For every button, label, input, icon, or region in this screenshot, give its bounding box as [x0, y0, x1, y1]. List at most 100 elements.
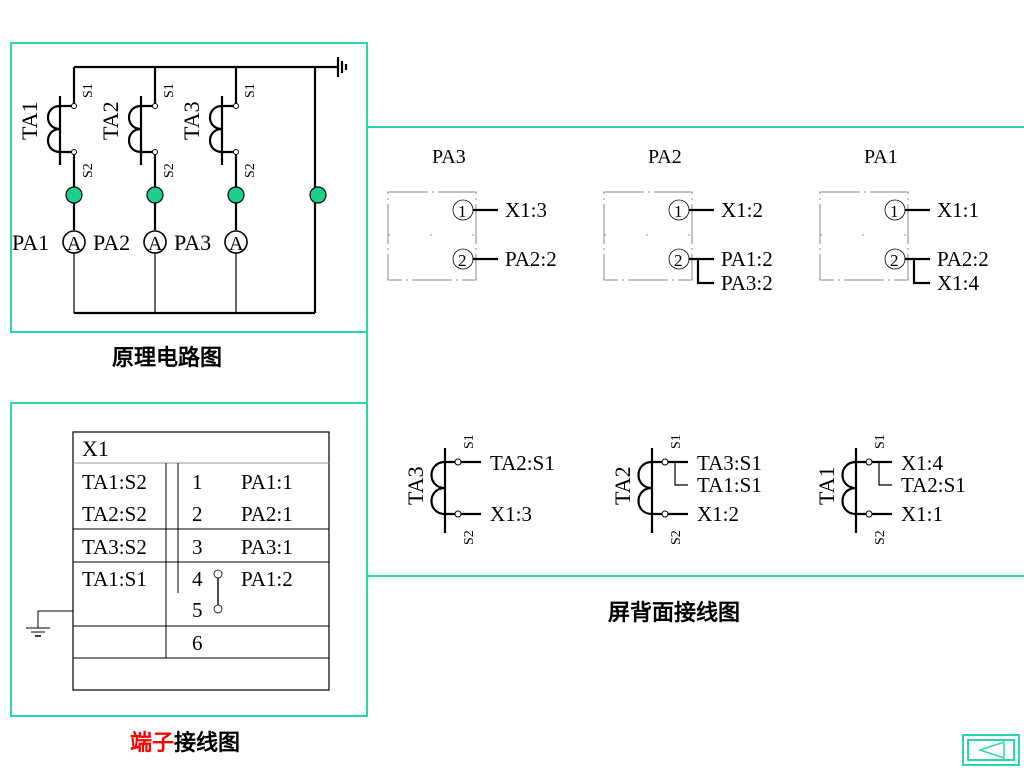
terminal-right: PA1:1: [241, 470, 293, 494]
frames: [10, 42, 1024, 717]
back-nav-button[interactable]: [962, 734, 1020, 766]
terminal-1-num: 1: [458, 202, 467, 221]
ct-s1-dest: TA2:S1: [490, 451, 555, 475]
terminal-1-dest: X1:1: [937, 198, 979, 222]
node-dot: [146, 186, 164, 204]
terminal-number: 2: [192, 502, 203, 526]
terminal-2-dest: PA1:2: [721, 247, 773, 271]
ct-s2-label: S2: [162, 163, 177, 178]
terminal-row: TA2:S2 2 PA2:1: [82, 502, 293, 526]
ct-s2-label: S2: [669, 530, 684, 545]
terminal-left: TA1:S2: [82, 470, 147, 494]
ct-s2-dest: X1:1: [901, 502, 943, 526]
meter-label: PA2: [93, 230, 130, 255]
meter-label: PA3: [174, 230, 211, 255]
ct-coil-icon: [841, 460, 868, 516]
ct-s1-dest: X1:4: [901, 451, 944, 475]
ammeter-symbol: A: [148, 233, 163, 255]
node-dot: [227, 186, 245, 204]
link-4-5-icon: [213, 569, 223, 614]
ct-s1-label: S1: [162, 83, 177, 98]
terminal-1-dest: X1:2: [721, 198, 763, 222]
ct-label: TA1: [814, 466, 839, 505]
rear-meter-label: PA2: [648, 146, 682, 168]
rear-cts: TA3S1S2TA2:S1X1:3TA2S1S2TA3:S1TA1:S1X1:2…: [403, 434, 966, 545]
terminal-frame: [10, 402, 368, 717]
terminal-left: TA1:S1: [82, 567, 147, 591]
ct-label: TA1: [17, 101, 42, 140]
ct-s1-label: S1: [243, 83, 258, 98]
ct-s2-label: S2: [243, 163, 258, 178]
terminal-2-num: 2: [890, 251, 899, 270]
terminal-left: TA3:S2: [82, 535, 147, 559]
terminal-right: PA3:1: [241, 535, 293, 559]
ct-s1-label: S1: [462, 434, 477, 449]
terminal-2-num: 2: [674, 251, 683, 270]
caption-terminal-black: 接线图: [174, 730, 240, 756]
ct-coil-icon: [430, 460, 457, 516]
ct-s1-dest: TA1:S1: [697, 473, 762, 497]
ct-s1-label: S1: [81, 83, 96, 98]
ct-label: TA2: [98, 101, 123, 140]
terminal-row: TA1:S1 4 PA1:2: [82, 567, 293, 591]
terminal-number: 1: [192, 470, 203, 494]
ct-s1-dest: TA2:S1: [901, 473, 966, 497]
back-triangle-icon: [977, 740, 1005, 760]
caption-rear-panel: 屏背面接线图: [608, 600, 740, 626]
meter-label: PA1: [12, 230, 49, 255]
ct-s2-label: S2: [462, 530, 477, 545]
terminal-ground-icon: [26, 610, 73, 637]
ct-s2-label: S2: [81, 163, 96, 178]
terminal-block-title: X1: [82, 436, 109, 461]
ammeter-symbol: A: [67, 233, 82, 255]
ct-s2-dest: X1:2: [697, 502, 739, 526]
caption-principle: 原理电路图: [112, 345, 222, 371]
terminal-number: 4: [192, 567, 203, 591]
terminal-left: TA2:S2: [82, 502, 147, 526]
caption-terminal-red: 端子: [130, 731, 174, 756]
terminal-row: TA1:S2 1 PA1:1: [82, 470, 293, 494]
rear-meter-label: PA3: [432, 146, 466, 168]
terminal-1-num: 1: [674, 202, 683, 221]
terminal-right: PA2:1: [241, 502, 293, 526]
ct-s1-label: S1: [873, 434, 888, 449]
terminal-2-num: 2: [458, 251, 467, 270]
ground-icon: [336, 57, 348, 77]
neutral-node: [309, 186, 327, 204]
terminal-1-dest: X1:3: [505, 198, 547, 222]
ct-label: TA3: [179, 101, 204, 140]
ammeter-symbol: A: [229, 233, 244, 255]
terminal-right: PA1:2: [241, 567, 293, 591]
terminal-1-num: 1: [890, 202, 899, 221]
principle-frame: [10, 42, 368, 333]
rear-meters: PA312X1:3PA2:2PA212X1:2PA1:2PA3:2PA112X1…: [387, 146, 989, 295]
terminal-block-outline: [72, 431, 330, 691]
terminal-2-dest: PA2:2: [937, 247, 989, 271]
terminal-row: 5: [192, 598, 203, 622]
ct-coil-icon: [208, 104, 234, 154]
terminal-row: 6: [192, 631, 203, 655]
ct-s2-label: S2: [873, 530, 888, 545]
terminal-number: 6: [192, 631, 203, 655]
caption-terminal: 端子接线图: [130, 730, 240, 756]
terminal-number: 5: [192, 598, 203, 622]
node-dot: [65, 186, 83, 204]
ct-s1-label: S1: [669, 434, 684, 449]
ct-coil-icon: [46, 104, 72, 154]
terminal-number: 3: [192, 535, 203, 559]
terminal-2-dest: PA2:2: [505, 247, 557, 271]
ct-coil-icon: [127, 104, 153, 154]
